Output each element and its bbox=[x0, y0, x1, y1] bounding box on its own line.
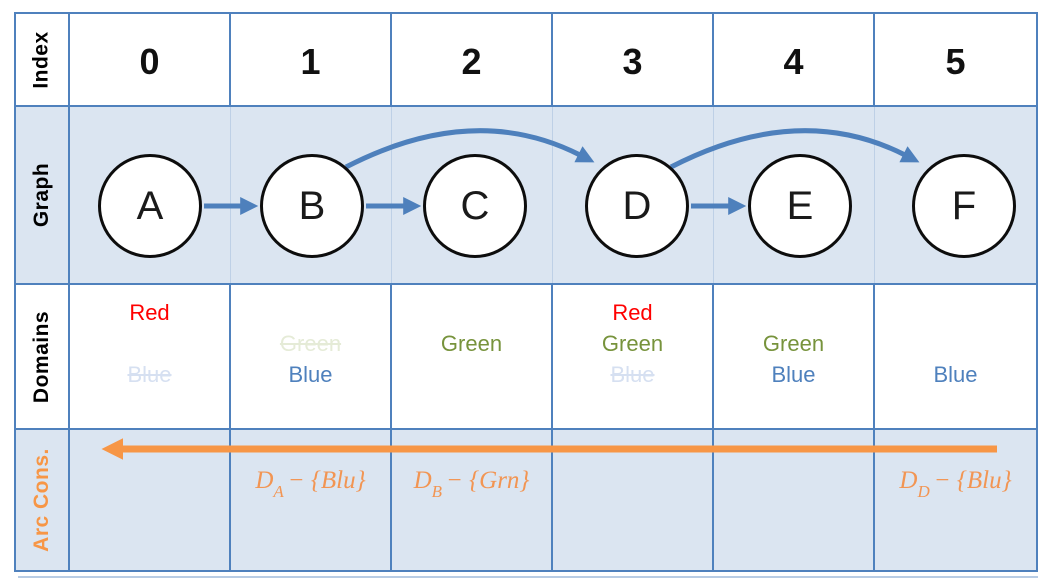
column-separator bbox=[391, 107, 392, 283]
node-label: E bbox=[786, 183, 814, 228]
index-cell-2: 2 bbox=[392, 14, 553, 107]
domains-cell-c: Green bbox=[392, 285, 553, 430]
index-cell-5: 5 bbox=[875, 14, 1036, 107]
graph-node-c: C bbox=[423, 154, 527, 258]
node-label: C bbox=[460, 183, 490, 228]
domain-value-green: Green bbox=[601, 331, 664, 356]
domain-value-green: Green bbox=[762, 331, 825, 356]
domain-value-red: Red bbox=[129, 300, 170, 325]
arc-operation-db: DB− {Grn} bbox=[413, 467, 530, 501]
column-separator bbox=[874, 107, 875, 283]
domains-row-label: Domains bbox=[30, 310, 53, 403]
arc-cell-1: DA− {Blu} bbox=[231, 430, 392, 570]
domain-value-blue: Blue bbox=[127, 362, 172, 387]
graph-node-d: D bbox=[585, 154, 689, 258]
domain-value-green: Green bbox=[279, 331, 342, 356]
node-label: A bbox=[136, 183, 164, 228]
domains-cell-a: Red Blue bbox=[70, 285, 231, 430]
domain-value-blue: Blue bbox=[610, 362, 655, 387]
index-cell-1: 1 bbox=[231, 14, 392, 107]
domain-value-green: Green bbox=[440, 331, 503, 356]
column-separator bbox=[552, 107, 553, 283]
domains-cell-e: Green Blue bbox=[714, 285, 875, 430]
row-label-graph: Graph bbox=[16, 107, 70, 285]
column-separator bbox=[713, 107, 714, 283]
arc-cell-3 bbox=[553, 430, 714, 570]
arc-cell-0 bbox=[70, 430, 231, 570]
domain-value-blue: Blue bbox=[771, 362, 816, 387]
row-label-domains: Domains bbox=[16, 285, 70, 430]
arc-cell-4 bbox=[714, 430, 875, 570]
row-label-arc-cons: Arc Cons. bbox=[16, 430, 70, 570]
node-label: F bbox=[951, 183, 977, 228]
arc-cell-5: DD− {Blu} bbox=[875, 430, 1036, 570]
index-cell-4: 4 bbox=[714, 14, 875, 107]
column-separator bbox=[230, 107, 231, 283]
arc-cell-2: DB− {Grn} bbox=[392, 430, 553, 570]
node-label: D bbox=[622, 183, 652, 228]
graph-node-a: A bbox=[98, 154, 202, 258]
row-label-index: Index bbox=[16, 14, 70, 107]
csp-table: Index 0 1 2 3 4 5 Graph bbox=[14, 12, 1038, 578]
index-row-label: Index bbox=[30, 30, 54, 89]
domain-value-red: Red bbox=[612, 300, 653, 325]
domains-cell-f: Blue bbox=[875, 285, 1036, 430]
graph-node-e: E bbox=[748, 154, 852, 258]
arc-operation-da: DA− {Blu} bbox=[255, 467, 366, 501]
index-cell-3: 3 bbox=[553, 14, 714, 107]
graph-area: A B C D E F bbox=[70, 107, 1036, 285]
domains-cell-d: Red Green Blue bbox=[553, 285, 714, 430]
graph-row-label: Graph bbox=[30, 162, 53, 228]
graph-edges-svg bbox=[204, 128, 920, 215]
graph-node-b: B bbox=[260, 154, 364, 258]
index-cell-0: 0 bbox=[70, 14, 231, 107]
graph-node-f: F bbox=[912, 154, 1016, 258]
domains-cell-b: Green Blue bbox=[231, 285, 392, 430]
domain-value-blue: Blue bbox=[933, 362, 978, 387]
arc-cons-row-label: Arc Cons. bbox=[30, 448, 53, 552]
node-label: B bbox=[298, 183, 326, 228]
domain-value-blue: Blue bbox=[288, 362, 333, 387]
arc-operation-dd: DD− {Blu} bbox=[899, 467, 1012, 501]
